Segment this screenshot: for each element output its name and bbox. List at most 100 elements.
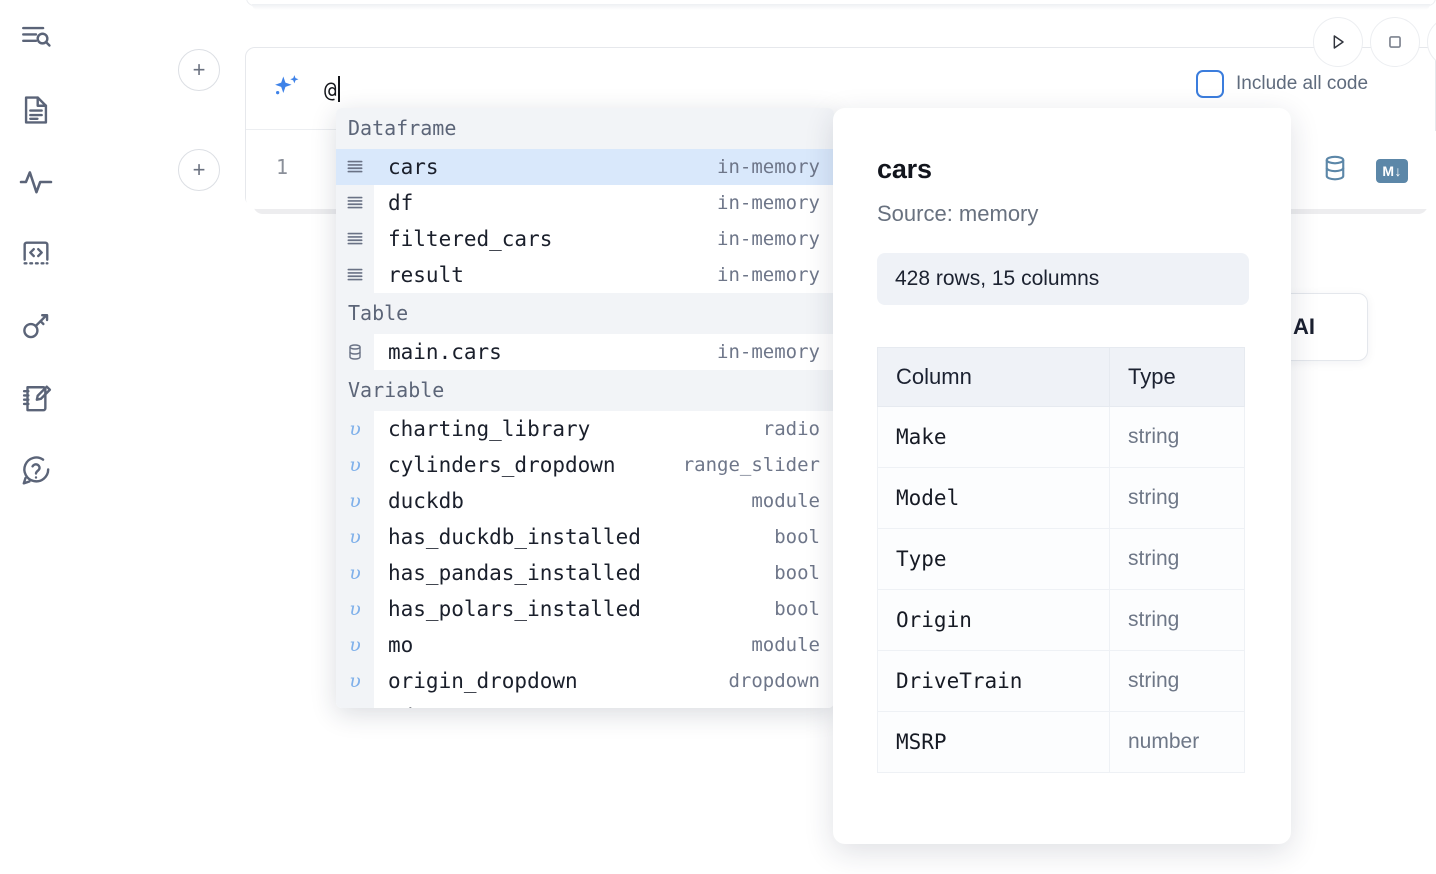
- text-caret: [337, 75, 340, 102]
- cell-tools: M↓: [1320, 153, 1408, 188]
- table-column-header: Type: [1109, 347, 1245, 407]
- autocomplete-item-meta: dropdown: [728, 670, 820, 692]
- autocomplete-item-origin_dropdown[interactable]: υ origin_dropdown dropdown: [336, 663, 834, 699]
- include-all-code-row[interactable]: Include all code: [1196, 70, 1368, 98]
- column-type-cell: string: [1109, 467, 1245, 529]
- autocomplete-item-name: pd: [374, 705, 751, 708]
- autocomplete-item-meta: in-memory: [717, 228, 820, 250]
- table-column-header: Column: [877, 347, 1110, 407]
- autocomplete-item-name: filtered_cars: [388, 227, 553, 251]
- autocomplete-item-meta: bool: [774, 526, 820, 548]
- dataframe-rows-icon: [336, 257, 374, 293]
- variable-icon: υ: [336, 663, 374, 699]
- column-name-cell: Model: [877, 467, 1110, 529]
- autocomplete-item-filtered_cars[interactable]: filtered_cars in-memory: [336, 221, 834, 257]
- variable-icon: υ: [336, 627, 374, 663]
- autocomplete-item-has_duckdb_installed[interactable]: υ has_duckdb_installed bool: [336, 519, 834, 555]
- autocomplete-item-name: main.cars: [388, 340, 502, 364]
- variable-icon: υ: [336, 699, 374, 708]
- autocomplete-item-name: charting_library: [388, 417, 591, 441]
- variable-icon: υ: [336, 519, 374, 555]
- preview-title: cars: [877, 154, 932, 184]
- plus-icon: +: [192, 157, 206, 182]
- stop-cell-button[interactable]: [1370, 17, 1420, 67]
- column-type-cell: number: [1109, 711, 1245, 773]
- variable-icon: υ: [336, 447, 374, 483]
- autocomplete-item-meta: module: [751, 634, 820, 656]
- left-icon-rail: [0, 0, 72, 874]
- autocomplete-group-header: Variable: [336, 370, 834, 411]
- variable-icon: υ: [336, 483, 374, 519]
- add-cell-button-bottom[interactable]: +: [178, 149, 220, 191]
- include-all-code-checkbox[interactable]: [1196, 70, 1224, 98]
- scratchpad-edit-icon[interactable]: [14, 376, 58, 420]
- variable-icon: υ: [336, 555, 374, 591]
- column-name-cell: Type: [877, 528, 1110, 590]
- activity-variables-icon[interactable]: [14, 160, 58, 204]
- column-type-cell: string: [1109, 528, 1245, 590]
- variable-icon: υ: [336, 411, 374, 447]
- autocomplete-item-main.cars[interactable]: main.cars in-memory: [336, 334, 834, 370]
- line-number: 1: [276, 155, 289, 179]
- database-icon[interactable]: [1320, 153, 1350, 188]
- autocomplete-item-name: has_pandas_installed: [388, 561, 641, 585]
- variable-icon: υ: [336, 591, 374, 627]
- explore-outline-icon[interactable]: [14, 16, 58, 60]
- autocomplete-item-name: result: [388, 263, 464, 287]
- autocomplete-item-name: duckdb: [388, 489, 464, 513]
- autocomplete-item-meta: module: [751, 706, 834, 708]
- run-cell-button[interactable]: [1313, 17, 1363, 67]
- autocomplete-item-meta: module: [751, 490, 820, 512]
- preview-shape-badge: 428 rows, 15 columns: [877, 253, 1249, 305]
- autocomplete-item-meta: in-memory: [717, 264, 820, 286]
- preview-source: Source: memory: [877, 201, 1039, 226]
- autocomplete-item-name: cars: [388, 155, 439, 179]
- ai-prompt-input[interactable]: @: [324, 75, 340, 102]
- autocomplete-item-name: cylinders_dropdown: [388, 453, 616, 477]
- column-name-cell: MSRP: [877, 711, 1110, 773]
- plus-icon: +: [192, 57, 206, 82]
- key-secrets-icon[interactable]: [14, 304, 58, 348]
- autocomplete-group-header: Table: [336, 293, 834, 334]
- file-document-icon[interactable]: [14, 88, 58, 132]
- code-snippets-icon[interactable]: [14, 232, 58, 276]
- autocomplete-item-meta: in-memory: [717, 192, 820, 214]
- column-type-cell: string: [1109, 650, 1245, 712]
- autocomplete-item-name: origin_dropdown: [388, 669, 578, 693]
- autocomplete-item-meta: bool: [774, 562, 820, 584]
- markdown-badge-icon[interactable]: M↓: [1376, 158, 1408, 183]
- dataframe-preview-panel: cars Source: memory 428 rows, 15 columns…: [833, 108, 1291, 844]
- dataframe-rows-icon: [336, 149, 374, 185]
- autocomplete-item-result[interactable]: result in-memory: [336, 257, 834, 293]
- help-question-icon[interactable]: [14, 448, 58, 492]
- autocomplete-item-meta: in-memory: [717, 341, 820, 363]
- include-all-code-label: Include all code: [1236, 73, 1369, 94]
- autocomplete-item-name: has_polars_installed: [388, 597, 641, 621]
- dataframe-rows-icon: [336, 185, 374, 221]
- autocomplete-item-has_pandas_installed[interactable]: υ has_pandas_installed bool: [336, 555, 834, 591]
- autocomplete-item-name: mo: [388, 633, 414, 657]
- autocomplete-item-name: has_duckdb_installed: [388, 525, 641, 549]
- database-table-icon: [336, 334, 374, 370]
- column-name-cell: Origin: [877, 589, 1110, 651]
- column-type-cell: string: [1109, 589, 1245, 651]
- autocomplete-item-pd[interactable]: υpdmodule: [336, 699, 834, 708]
- column-type-cell: string: [1109, 406, 1245, 468]
- add-cell-button-top[interactable]: +: [178, 49, 220, 91]
